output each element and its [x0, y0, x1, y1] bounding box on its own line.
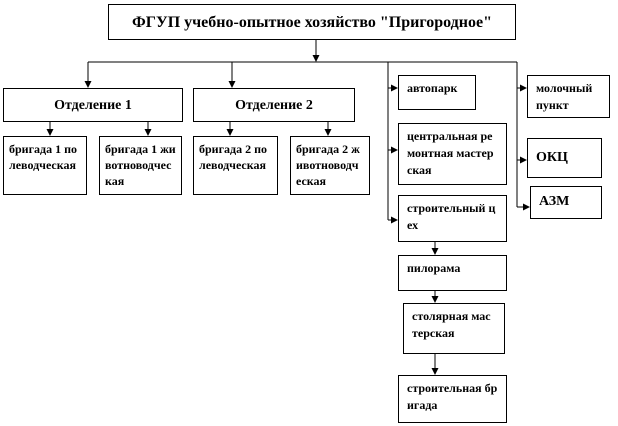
division-2: Отделение 2 — [193, 88, 355, 122]
okc-unit: ОКЦ — [527, 138, 602, 178]
division-1: Отделение 1 — [3, 88, 183, 122]
brigade-2-livestock: бригада 2 животноводческая — [290, 136, 370, 195]
dairy-point: молочный пункт — [527, 75, 610, 118]
construction-shop: строительный цех — [398, 195, 507, 242]
central-repair-shop: центральная ремонтная мастерская — [398, 123, 507, 185]
root-box: ФГУП учебно-опытное хозяйство "Пригородн… — [108, 4, 516, 40]
brigade-1-field: бригада 1 полеводческая — [3, 136, 87, 195]
carpentry-shop: столярная мастерская — [403, 303, 505, 354]
sawmill: пилорама — [398, 255, 507, 291]
brigade-1-livestock: бригада 1 животноводческая — [99, 136, 182, 195]
construction-brigade: строительная бригада — [398, 375, 507, 423]
brigade-2-field: бригада 2 полеводческая — [193, 136, 278, 195]
azm-unit: АЗМ — [530, 186, 602, 219]
motor-depot: автопарк — [398, 75, 476, 110]
